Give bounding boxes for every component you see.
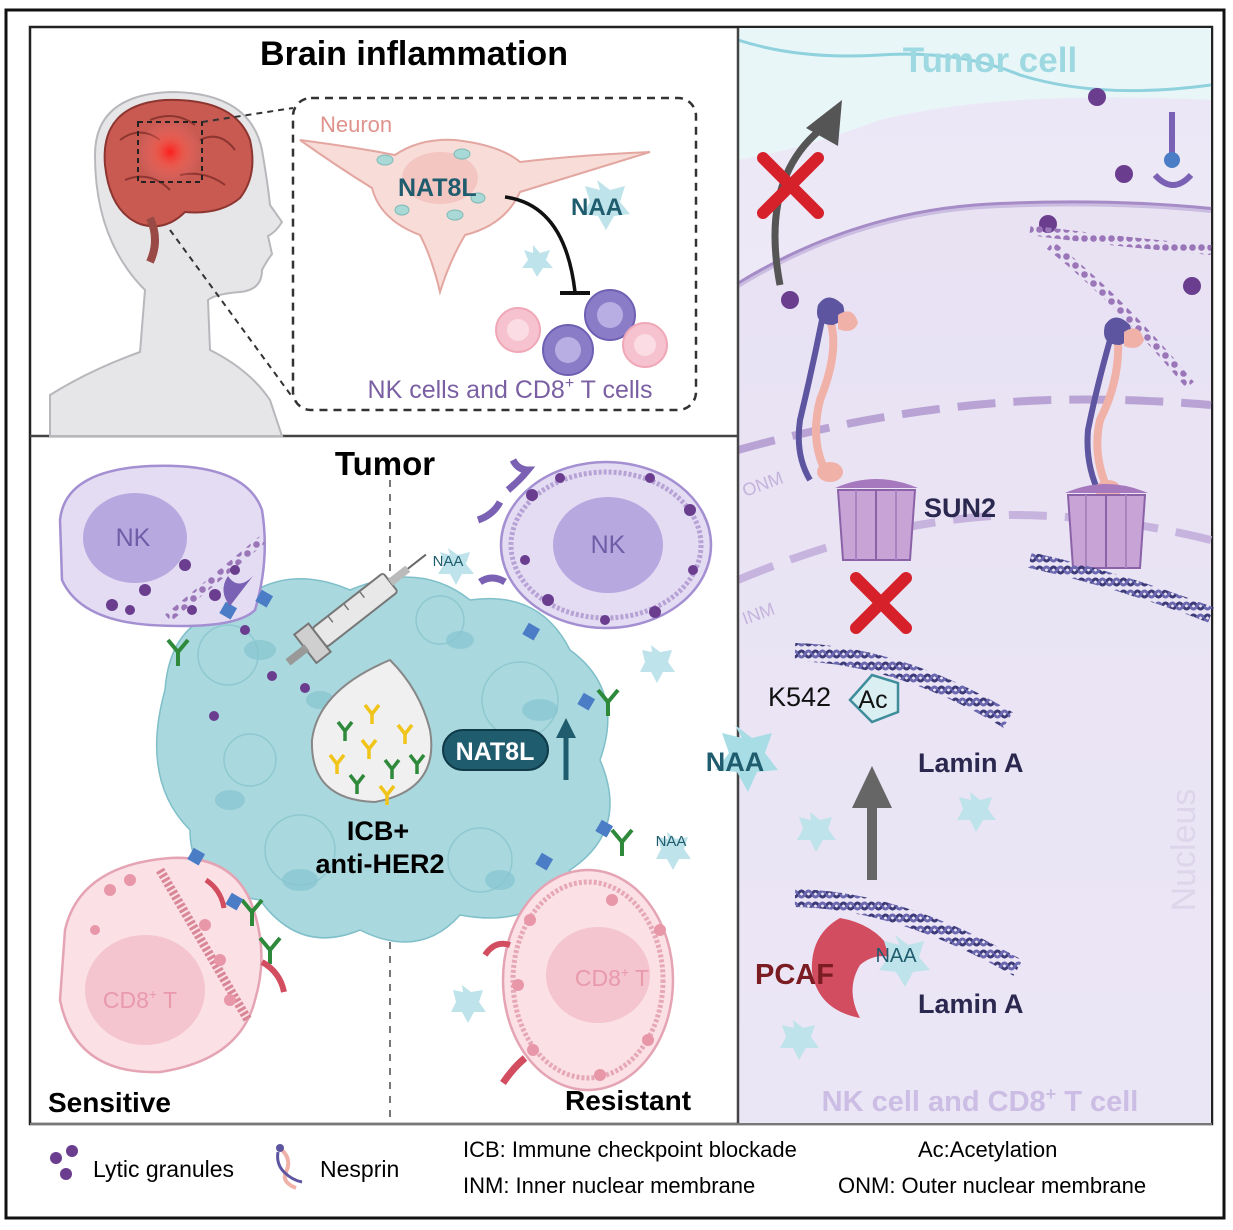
antibody-icon — [166, 638, 282, 964]
legend-inm: INM: Inner nuclear membrane — [463, 1173, 755, 1198]
naa-star-icon — [438, 548, 474, 585]
lamin-helix-right — [1028, 552, 1214, 623]
neuron-label: Neuron — [320, 112, 392, 137]
antibody-icon — [596, 688, 634, 856]
antibody-icon — [328, 703, 426, 805]
sensitive-label: Sensitive — [48, 1087, 171, 1118]
tumor-nat8l-pill — [442, 729, 549, 771]
up-arrow-icon — [556, 718, 576, 738]
tumor-cell-label: Tumor cell — [903, 41, 1077, 80]
k542-label: K542 — [768, 682, 831, 712]
lamin-top-label: Lamin A — [918, 748, 1024, 778]
red-x-icon — [757, 152, 824, 219]
sun2-right — [1065, 484, 1148, 569]
tumor-title: Tumor — [335, 445, 435, 482]
sensitive-cd8-label: CD8+ T — [103, 986, 177, 1013]
sensitive-cd8-nucleus — [85, 935, 205, 1045]
brain-naa-label: NAA — [571, 194, 623, 221]
sensitive-nk-nucleus — [83, 493, 187, 583]
naa-star-icon — [780, 792, 996, 1060]
resistant-cd8-label: CD8+ T — [575, 964, 649, 991]
sensitive-nk-label: NK — [116, 524, 151, 552]
lytic-granule-icon — [50, 1145, 78, 1180]
sun2-label: SUN2 — [924, 493, 996, 523]
neuron-granules — [376, 148, 486, 221]
syringe-icon — [285, 553, 427, 666]
legend-ac: Ac:Acetylation — [918, 1137, 1057, 1162]
pcaf-label: PCAF — [755, 959, 834, 991]
resistant-naa-small-2: NAA — [656, 833, 687, 850]
brain-title: Brain inflammation — [260, 35, 568, 73]
icb-drop — [310, 658, 433, 804]
naa-star-icon — [522, 245, 553, 277]
inhibition-arrow — [504, 195, 577, 293]
lamin-bottom-label: Lamin A — [918, 989, 1024, 1019]
neuron-shape — [299, 138, 651, 296]
zoom-box — [137, 121, 203, 183]
legend-nesprin: Nesprin — [320, 1156, 399, 1182]
nesprin-icon — [276, 1144, 303, 1190]
red-x-icon — [850, 572, 912, 634]
brain-nat8l-label: NAT8L — [398, 174, 477, 202]
resistant-nk-granules — [520, 473, 698, 625]
naa-star-icon — [582, 180, 630, 230]
resistant-cd8-nucleus — [546, 927, 650, 1023]
receptor-icons — [187, 589, 274, 911]
outer-frame — [4, 8, 1226, 1220]
tumor-nat8l-label: NAT8L — [456, 738, 535, 766]
naa-star-icon — [716, 725, 778, 792]
legend-icb: ICB: Immune checkpoint blockade — [463, 1137, 797, 1162]
resistant-label: Resistant — [565, 1085, 691, 1116]
brain-cells-label: NK cells and CD8+ T cells — [368, 375, 653, 404]
ac-label: Ac — [858, 686, 887, 714]
nucleus-label: Nucleus — [1165, 789, 1203, 912]
legend-granules: Lytic granules — [93, 1156, 234, 1182]
inflammation-glow — [138, 120, 202, 184]
tumor-panel: Tumor NK — [48, 445, 778, 1118]
resistant-nk-label: NK — [591, 531, 626, 559]
resistant-nk-nucleus — [553, 497, 663, 593]
sun2-left — [835, 479, 918, 561]
icb-line2: anti-HER2 — [315, 849, 444, 879]
pcaf-icon — [811, 918, 895, 1018]
icb-line1: ICB+ — [347, 816, 409, 846]
right-contents: Tumor cell — [755, 41, 1214, 1118]
legend: Lytic granules Nesprin ICB: Immune check… — [50, 1137, 1146, 1198]
lamin-helix-bottom — [794, 889, 1023, 976]
nesprin-left — [795, 297, 858, 482]
sensitive-nk-granules — [106, 559, 310, 721]
between-naa-label: NAA — [706, 747, 765, 777]
right-cell-caption: NK cell and CD8+ T cell — [822, 1084, 1139, 1118]
brain-panel: Brain inflammation Neuron NAT8L NAA — [49, 35, 698, 437]
lamin-helix-top — [794, 643, 1013, 728]
pcaf-naa-label: NAA — [875, 945, 917, 967]
resistant-naa-small-1: NAA — [433, 553, 464, 570]
legend-onm: ONM: Outer nuclear membrane — [838, 1173, 1146, 1198]
acetyl-tag-icon — [848, 673, 900, 724]
